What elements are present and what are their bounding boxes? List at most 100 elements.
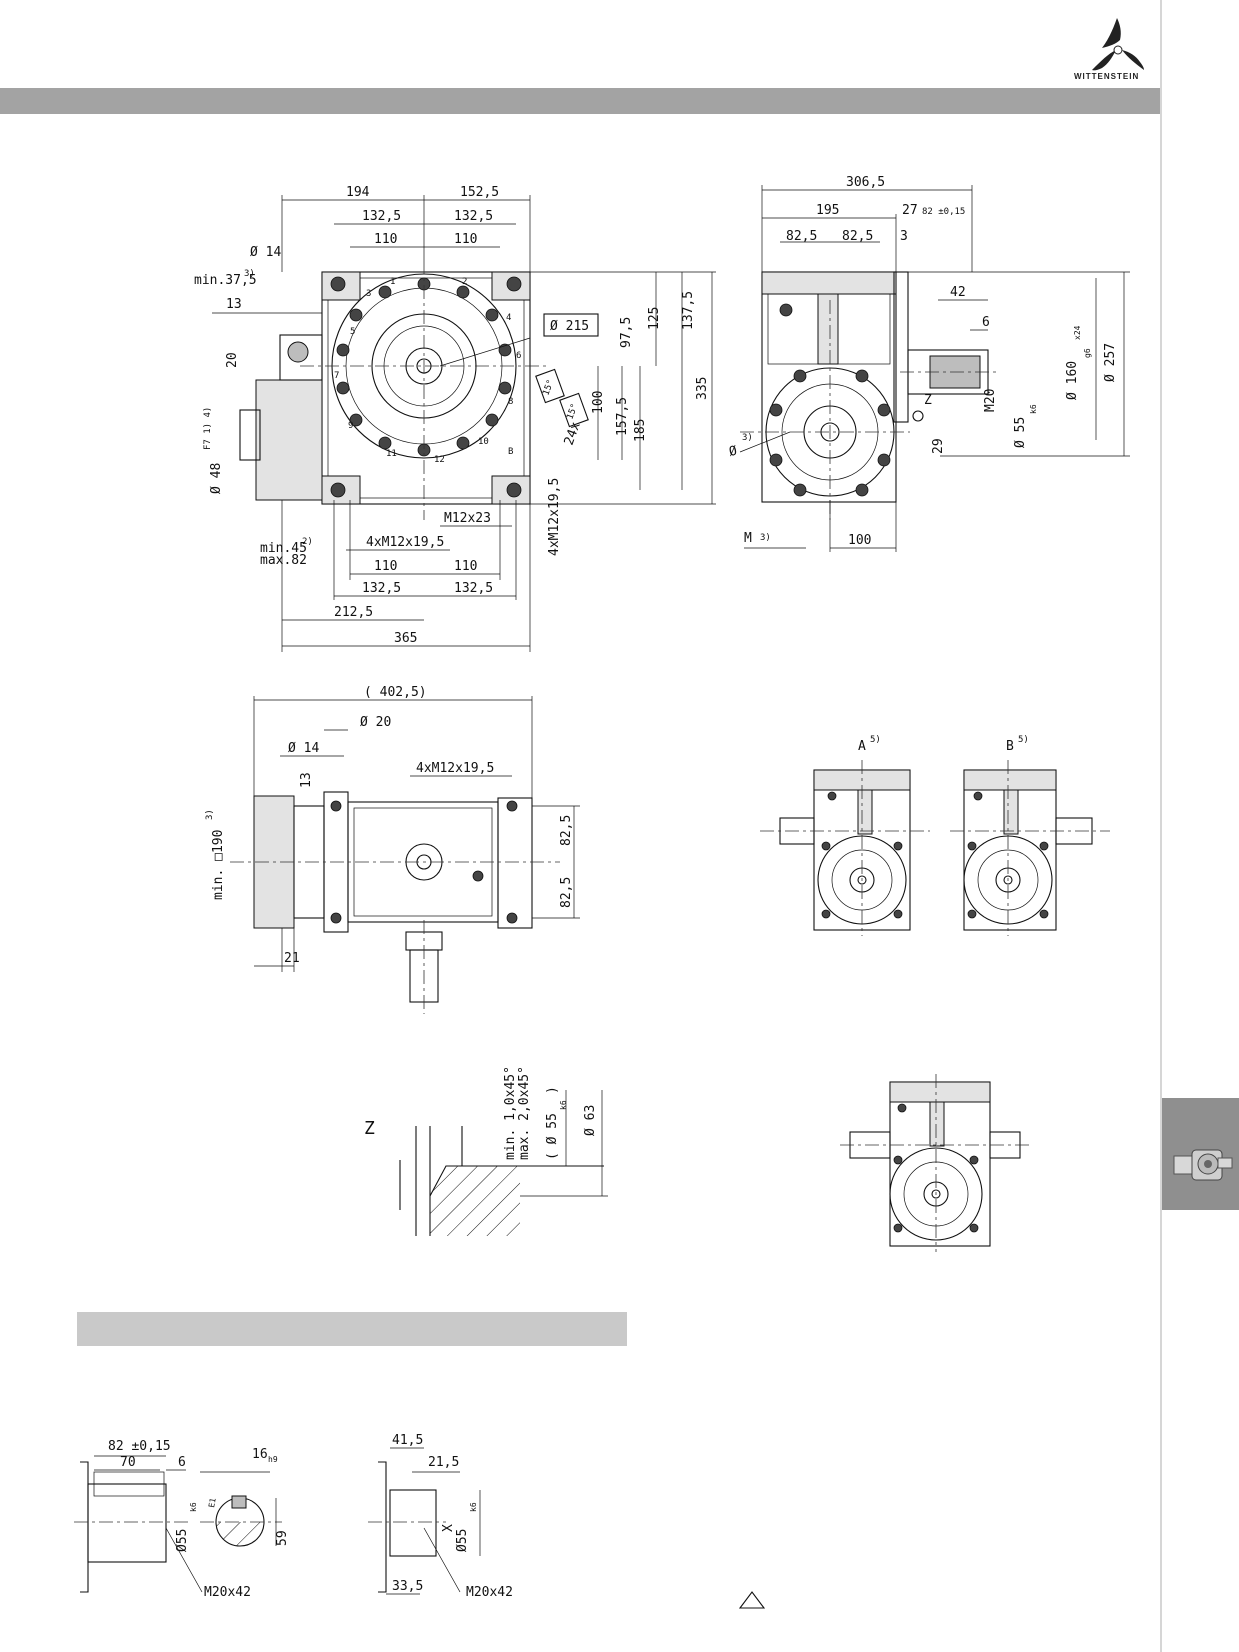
svg-text:132,5: 132,5	[362, 581, 401, 596]
svg-text:110: 110	[454, 232, 477, 247]
svg-text:6: 6	[178, 1455, 186, 1470]
svg-text:Ø 215: Ø 215	[550, 319, 589, 334]
svg-text:B: B	[1006, 739, 1014, 754]
view-a: A 5)	[760, 735, 930, 936]
svg-text:M20x42: M20x42	[204, 1585, 251, 1600]
svg-text:min.45: min.45	[260, 541, 307, 556]
svg-text:306,5: 306,5	[846, 175, 885, 190]
svg-text:27: 27	[902, 203, 918, 218]
svg-text:X: X	[441, 1524, 456, 1532]
svg-text:100: 100	[848, 533, 871, 548]
svg-text:21,5: 21,5	[428, 1455, 459, 1470]
svg-text:4: 4	[506, 313, 511, 323]
svg-text:): )	[545, 1086, 560, 1094]
svg-text:70: 70	[120, 1455, 136, 1470]
svg-text:1: 1	[390, 277, 395, 287]
svg-text:16: 16	[252, 1447, 268, 1462]
svg-text:4xM12x19,5: 4xM12x19,5	[416, 761, 494, 776]
svg-text:5): 5)	[1018, 735, 1029, 745]
svg-text:82 ±0,15: 82 ±0,15	[108, 1439, 171, 1454]
svg-text:157,5: 157,5	[615, 397, 630, 436]
svg-text:Ø55: Ø55	[175, 1529, 190, 1552]
svg-text:k6: k6	[559, 1100, 568, 1110]
svg-text:33,5: 33,5	[392, 1579, 423, 1594]
shaft-key-detail: 82 ±0,15 70 6 16 h9 E1 Ø55 k6 59 M20x42	[74, 1439, 290, 1600]
svg-text:M20x42: M20x42	[466, 1585, 513, 1600]
svg-text:2: 2	[462, 277, 467, 287]
view-top-dimensions: 194 152,5 132,5 132,5 110 110 Ø 14 min.3…	[194, 185, 716, 652]
svg-text:97,5: 97,5	[619, 317, 634, 348]
svg-text:15°: 15°	[541, 378, 556, 397]
svg-text:3): 3)	[244, 269, 255, 279]
svg-text:6: 6	[516, 351, 521, 361]
svg-text:110: 110	[374, 232, 397, 247]
svg-text:194: 194	[346, 185, 370, 200]
svg-text:100: 100	[591, 391, 606, 414]
svg-text:B: B	[508, 447, 513, 457]
svg-text:132,5: 132,5	[362, 209, 401, 224]
svg-text:h9: h9	[268, 1455, 278, 1464]
svg-text:82 ±0,15: 82 ±0,15	[922, 207, 965, 217]
svg-text:min. 1,0x45°: min. 1,0x45°	[503, 1066, 518, 1160]
svg-text:9: 9	[348, 421, 353, 431]
gearbox-thumbnail-icon	[1173, 1149, 1233, 1181]
svg-text:M20: M20	[983, 389, 998, 412]
svg-text:3: 3	[366, 289, 371, 299]
svg-text:152,5: 152,5	[460, 185, 499, 200]
svg-text:M12x23: M12x23	[444, 511, 491, 526]
svg-text:Z: Z	[924, 393, 932, 408]
wittenstein-logo-icon	[1092, 18, 1144, 71]
svg-text:4xM12x19,5: 4xM12x19,5	[366, 535, 444, 550]
svg-text:132,5: 132,5	[454, 581, 493, 596]
header-bar	[0, 88, 1160, 114]
triangle-marker-icon	[738, 1591, 766, 1609]
svg-text:82,5: 82,5	[786, 229, 817, 244]
svg-text:( Ø 55: ( Ø 55	[545, 1113, 560, 1160]
svg-text:29: 29	[931, 438, 946, 454]
svg-text:Z: Z	[364, 1118, 375, 1139]
svg-text:Ø 63: Ø 63	[583, 1105, 598, 1136]
svg-text:k6: k6	[469, 1502, 478, 1512]
svg-text:A: A	[858, 739, 866, 754]
svg-text:137,5: 137,5	[681, 291, 696, 330]
svg-text:7: 7	[334, 371, 339, 381]
svg-text:F7 1) 4): F7 1) 4)	[203, 407, 213, 450]
svg-text:365: 365	[394, 631, 417, 646]
svg-text:min.37,5: min.37,5	[194, 273, 257, 288]
view-bottom-dimensions: ( 402,5) Ø 20 Ø 14 4xM12x19,5 13 min. □1…	[205, 685, 580, 972]
svg-text:20: 20	[225, 352, 240, 368]
view-side-dimensions: 306,5 195 27 82 ±0,15 82,5 82,5 3 42 6 Ø…	[728, 175, 1130, 552]
svg-text:max.82: max.82	[260, 553, 307, 568]
svg-text:4xM12x19,5: 4xM12x19,5	[547, 478, 562, 556]
sidebar-divider	[1160, 0, 1162, 1652]
svg-text:Ø 20: Ø 20	[360, 715, 391, 730]
svg-text:x24: x24	[1073, 325, 1082, 340]
section-title-bar	[77, 1312, 627, 1346]
svg-text:2): 2)	[302, 537, 313, 547]
brand-name: WITTENSTEIN	[1074, 72, 1140, 81]
svg-text:11: 11	[386, 449, 397, 459]
svg-text:195: 195	[816, 203, 839, 218]
svg-text:10: 10	[478, 437, 489, 447]
shaft-smooth-detail: 41,5 21,5 X Ø55 k6 33,5 M20x42	[368, 1433, 513, 1600]
svg-text:3: 3	[900, 229, 908, 244]
svg-text:E1: E1	[207, 1497, 218, 1508]
view-side-housing	[740, 271, 1000, 520]
svg-text:335: 335	[695, 377, 710, 400]
svg-text:125: 125	[647, 307, 662, 330]
product-thumbnail-tab[interactable]	[1162, 1098, 1239, 1210]
svg-text:8: 8	[508, 397, 513, 407]
svg-text:M: M	[744, 531, 752, 546]
svg-text:k6: k6	[189, 1502, 198, 1512]
svg-text:Ø 14: Ø 14	[250, 245, 281, 260]
svg-text:Ø55: Ø55	[455, 1529, 470, 1552]
svg-text:15°: 15°	[565, 402, 580, 421]
svg-text:min. □190: min. □190	[211, 830, 226, 900]
svg-text:Ø 14: Ø 14	[288, 741, 319, 756]
svg-text:110: 110	[454, 559, 477, 574]
svg-text:82,5: 82,5	[842, 229, 873, 244]
svg-text:5: 5	[350, 327, 355, 337]
svg-text:6: 6	[982, 315, 990, 330]
svg-text:max. 2,0x45°: max. 2,0x45°	[517, 1066, 532, 1160]
